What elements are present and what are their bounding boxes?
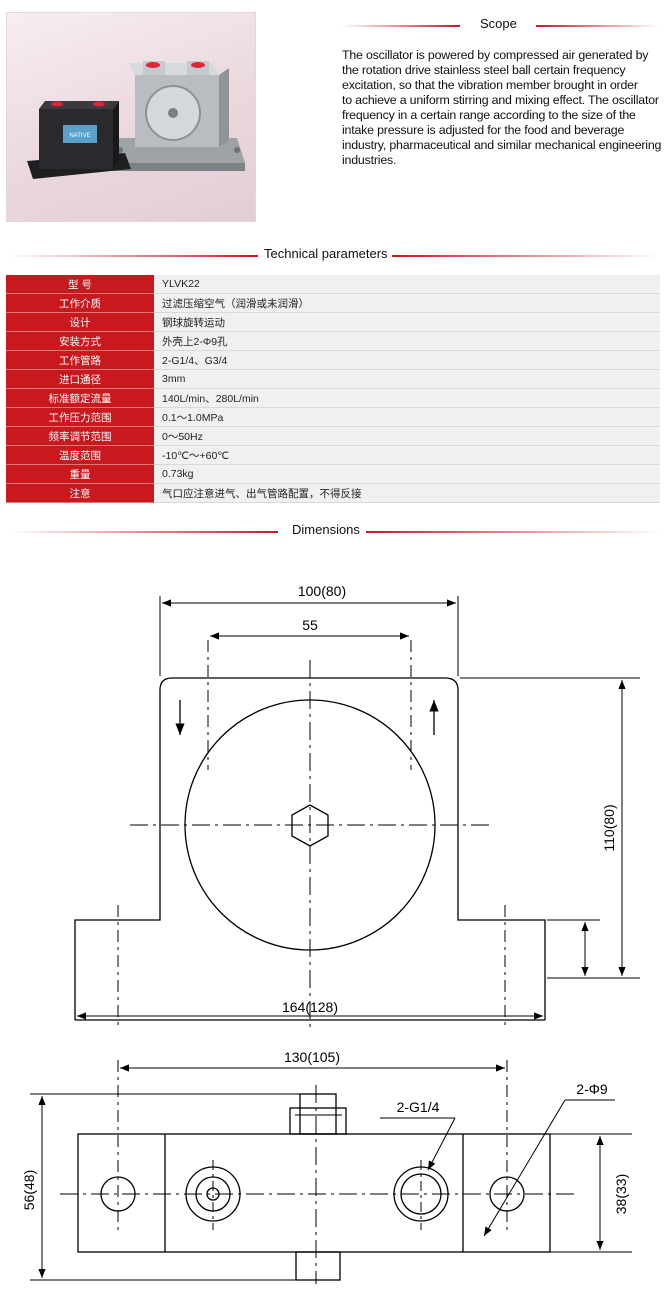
scope-line: intake pressure is adjusted for the food… [342, 123, 625, 137]
scope-line: excitation, so that the vibration member… [342, 78, 638, 92]
param-label: 温度范围 [6, 445, 154, 465]
scope-line: industry, pharmaceutical and similar mec… [342, 138, 662, 152]
table-row: 温度范围-10℃～+60℃ [6, 445, 660, 465]
param-label: 频率调节范围 [6, 426, 154, 446]
scope-paragraph: The oscillator is powered by compressed … [342, 48, 670, 168]
param-label: 工作压力范围 [6, 407, 154, 427]
scope-line-right [536, 25, 660, 27]
port-label: 2-G1/4 [397, 1099, 440, 1115]
param-value: 2-G1/4、G3/4 [154, 350, 660, 370]
scope-title: Scope [480, 16, 517, 31]
dim-label-height: 110(80) [601, 804, 617, 851]
technical-title: Technical parameters [264, 246, 388, 261]
scope-line: The oscillator is powered by compressed … [342, 48, 649, 62]
bottom-boss [295, 1251, 341, 1281]
scope-line: frequency in a certain range according t… [342, 108, 636, 122]
param-value: 0～50Hz [154, 426, 660, 446]
param-label: 设计 [6, 312, 154, 332]
param-value: 外壳上2-Φ9孔 [154, 331, 660, 351]
scope-line: to achieve a uniform stirring and mixing… [342, 93, 659, 107]
technical-line-left [10, 255, 258, 257]
param-label: 注意 [6, 483, 154, 503]
dimensions-line-left [10, 531, 278, 533]
table-row: 安装方式外壳上2-Φ9孔 [6, 331, 660, 351]
scope-header: Scope [340, 16, 660, 36]
top-boss [299, 1093, 337, 1135]
param-value: 3mm [154, 369, 660, 389]
product-illustration: NATIVE [27, 61, 245, 179]
param-label: 工作管路 [6, 350, 154, 370]
dimensions-header: Dimensions [10, 522, 660, 542]
technical-header: Technical parameters [10, 246, 660, 266]
port-leader [427, 1117, 456, 1171]
param-value: 0.73kg [154, 464, 660, 484]
scope-line: the rotation drive stainless steel ball … [342, 63, 626, 77]
scope-line: industries. [342, 153, 397, 167]
dim-label-length: 130(105) [284, 1049, 340, 1065]
scope-line-left [340, 25, 460, 27]
technical-line-right [392, 255, 660, 257]
param-label: 安装方式 [6, 331, 154, 351]
dim-label-width-base: 164(128) [282, 999, 338, 1015]
table-row: 工作介质过滤压缩空气（润滑或未润滑） [6, 293, 660, 313]
silver-oscillator [107, 61, 245, 171]
dim-label-height-overall: 56(48) [21, 1170, 37, 1210]
param-value: 气口应注意进气、出气管路配置，不得反接 [154, 483, 660, 503]
param-value: -10℃～+60℃ [154, 445, 660, 465]
top-boss-base [289, 1107, 347, 1135]
param-value: 0.1～1.0MPa [154, 407, 660, 427]
param-value: 140L/min、280L/min [154, 388, 660, 408]
top-body-outline [77, 1133, 551, 1253]
table-row: 设计钢球旋转运动 [6, 312, 660, 332]
housing-outline [74, 677, 546, 1020]
hole-label: 2-Φ9 [576, 1081, 608, 1097]
hole-leader [483, 1099, 566, 1237]
param-value: 钢球旋转运动 [154, 312, 660, 332]
param-label: 型 号 [6, 275, 154, 294]
param-value: 过滤压缩空气（润滑或未润滑） [154, 293, 660, 313]
nameplate-text: NATIVE [69, 133, 90, 139]
param-value: YLVK22 [154, 275, 660, 294]
dimensions-line-right [366, 531, 660, 533]
table-row: 注意气口应注意进气、出气管路配置，不得反接 [6, 483, 660, 503]
front-view-drawing: 100(80) 55 110(80) 164(128) [0, 570, 670, 1035]
top-view-drawing: 130(105) 2-G1/4 2-Φ9 56(48) 38(33) [0, 1040, 670, 1289]
dim-label-height-body: 38(33) [613, 1174, 629, 1214]
param-label: 标准额定流量 [6, 388, 154, 408]
black-oscillator: NATIVE [27, 101, 131, 179]
param-label: 进口通径 [6, 369, 154, 389]
param-label: 重量 [6, 464, 154, 484]
product-photo: NATIVE [6, 12, 256, 222]
dim-label-width-top: 100(80) [298, 583, 346, 599]
param-label: 工作介质 [6, 293, 154, 313]
dim-label-hole-spacing: 55 [302, 617, 318, 633]
dimensions-title: Dimensions [292, 522, 360, 537]
